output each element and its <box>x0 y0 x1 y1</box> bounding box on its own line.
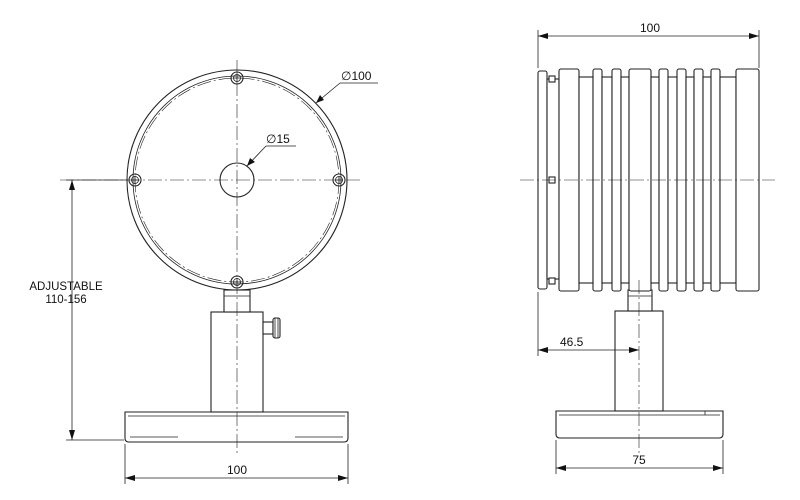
side-base-depth-dimension: 75 <box>555 440 724 474</box>
bore-diameter-label: ∅15 <box>266 132 290 146</box>
side-base-plate <box>555 410 724 439</box>
height-label-line2: 110-156 <box>45 294 86 306</box>
front-thumbscrew <box>262 317 281 339</box>
side-overall-width-label: 100 <box>640 21 660 35</box>
front-base-width-dimension: 100 <box>124 444 349 484</box>
side-base-depth-label: 75 <box>632 453 646 467</box>
outer-diameter-label: ∅100 <box>341 69 372 83</box>
height-label-line1: ADJUSTABLE <box>29 281 103 293</box>
front-view: ∅100 ∅15 ADJUSTABLE 110-156 100 <box>29 60 378 484</box>
side-offset-label: 46.5 <box>560 335 584 349</box>
bore-diameter-callout: ∅15 <box>246 132 296 167</box>
side-overall-width-dimension: 100 <box>537 21 760 68</box>
front-base-plate <box>124 411 349 443</box>
side-offset-dimension: 46.5 <box>537 292 639 356</box>
outer-diameter-callout: ∅100 <box>315 69 378 104</box>
side-view: 100 46.5 75 <box>520 21 775 474</box>
side-centerlines <box>520 179 775 455</box>
height-dimension: ADJUSTABLE 110-156 <box>29 179 128 441</box>
front-base-width-label: 100 <box>227 463 247 477</box>
